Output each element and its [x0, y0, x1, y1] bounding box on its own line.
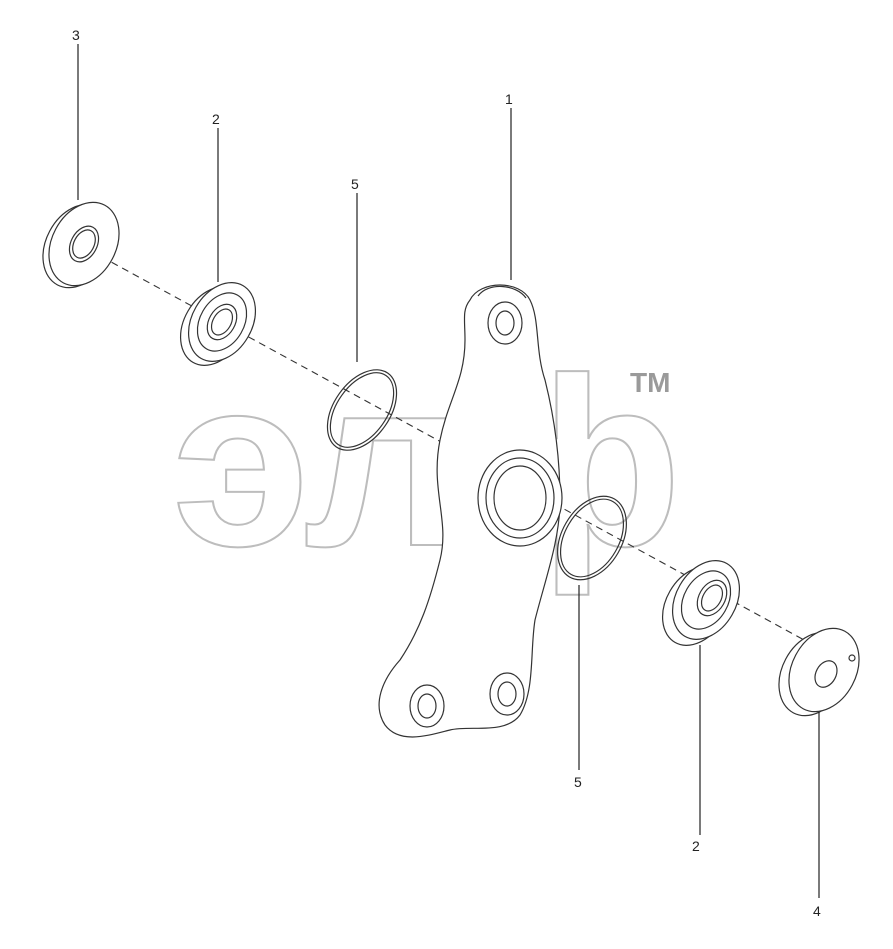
part-5-o-ring-lower	[557, 495, 627, 581]
watermark-text: элф	[172, 328, 682, 596]
watermark-trademark: TM	[630, 367, 670, 398]
part-5-o-ring-upper	[326, 369, 398, 451]
callout-2-lower: 2	[692, 838, 700, 854]
part-1-bracket	[378, 284, 563, 738]
watermark: элф TM	[171, 327, 683, 597]
callout-5-lower: 5	[574, 774, 582, 790]
callout-2-upper: 2	[212, 111, 220, 127]
part-4-end-cap	[778, 627, 860, 717]
callout-3: 3	[72, 27, 80, 43]
part-2-bearing-upper	[179, 282, 257, 366]
callout-4: 4	[813, 903, 821, 919]
callout-1: 1	[505, 91, 513, 107]
part-2-bearing-lower	[661, 560, 741, 646]
part-3-washer	[42, 201, 120, 289]
callout-5-upper: 5	[351, 176, 359, 192]
